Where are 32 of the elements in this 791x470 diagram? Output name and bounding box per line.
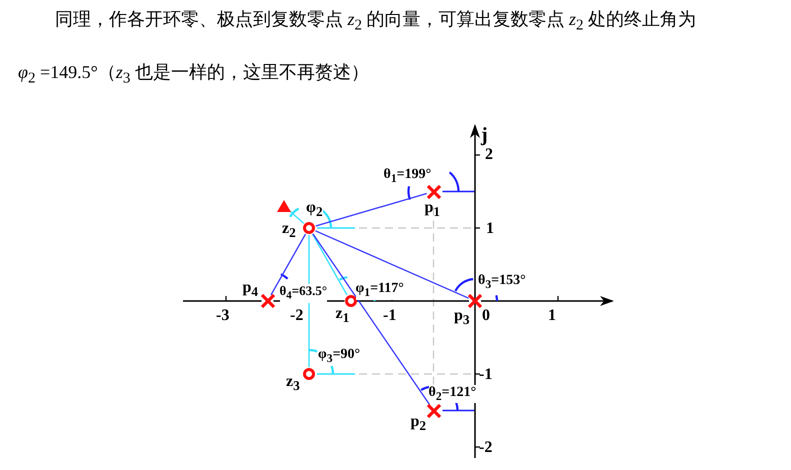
axis-tick-label: -2 <box>479 439 492 457</box>
pole-marker <box>426 184 442 200</box>
axis-tick-label: -2 <box>290 307 304 325</box>
axis-tick-label: 1 <box>486 220 494 238</box>
axis-tick-label: -1 <box>383 307 396 325</box>
point-label: p$_{1}$ <box>424 198 440 220</box>
point-label: z$_{1}$ <box>336 305 350 326</box>
triangle-marker <box>276 198 292 214</box>
point-label: p$_{2}$ <box>410 412 426 434</box>
pole-marker <box>426 402 442 418</box>
pole-marker <box>260 293 276 309</box>
point-label: z$_{2}$ <box>282 220 296 241</box>
point-label: p$_{4}$ <box>242 279 258 300</box>
angle-label: θ$_{1}$=199° <box>384 166 432 186</box>
paragraph-text: φ$_{2}$ =149.5°（z$_{3}$ 也是一样的，这里不再赘述） <box>18 63 369 88</box>
axis-label: j <box>481 124 488 146</box>
axis-tick-label: 1 <box>548 307 556 325</box>
zero-marker <box>342 293 358 309</box>
pole-marker <box>467 293 483 309</box>
axis-tick-label: -1 <box>479 366 492 384</box>
paragraph-text: 同理，作各开环零、极点到复数零点 z$_{2}$ 的向量，可算出复数零点 z$_{2}$ 处的终止角为 <box>55 10 696 34</box>
axis-tick-label: 2 <box>485 146 493 164</box>
axis-tick-label: 0 <box>482 307 490 325</box>
angle-label: θ$_{4}$=63.5° <box>280 284 328 302</box>
point-label: z$_{3}$ <box>286 373 300 394</box>
point-label: p$_{3}$ <box>454 307 470 328</box>
zero-marker <box>301 366 317 382</box>
angle-label: φ$_{3}$=90° <box>318 347 360 366</box>
angle-label: θ$_{2}$=121° <box>428 384 476 404</box>
zero-marker <box>301 220 317 236</box>
angle-label: φ$_{1}$=117° <box>356 281 404 300</box>
axis-tick-label: -3 <box>216 307 230 325</box>
